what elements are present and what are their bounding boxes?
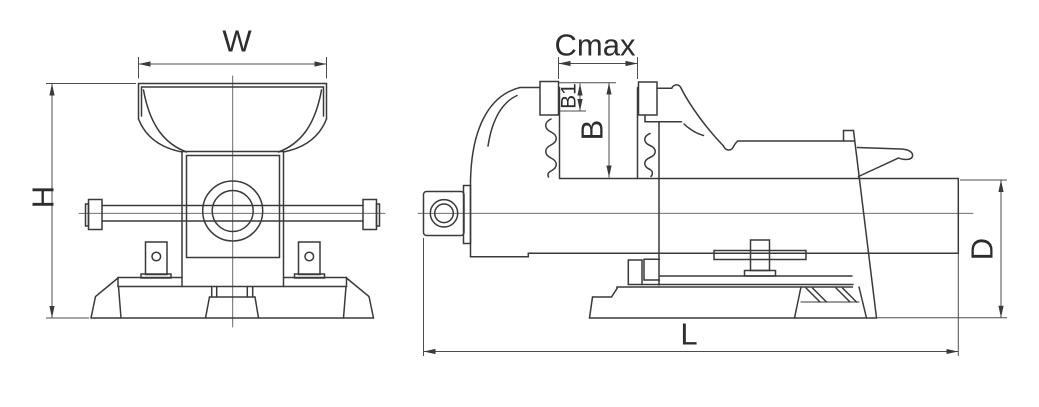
side-base xyxy=(588,286,878,319)
slide-beam xyxy=(527,177,960,255)
handle-knob xyxy=(422,184,472,245)
dim-label-w: W xyxy=(222,23,252,59)
side-view xyxy=(417,80,974,319)
mount-brackets xyxy=(140,241,326,279)
swivel-lock xyxy=(627,239,854,286)
front-jaw-funnel xyxy=(137,82,328,153)
front-view-centerlines xyxy=(78,75,386,328)
handle-bar xyxy=(84,198,381,231)
front-base xyxy=(90,276,375,319)
dim-label-b: B xyxy=(574,119,610,141)
dim-D xyxy=(876,179,1007,319)
screw-hub xyxy=(201,180,264,242)
dim-Cmax xyxy=(558,57,638,79)
front-view xyxy=(78,75,386,328)
dim-label-b1: B1 xyxy=(557,83,581,109)
dim-label-cmax: Cmax xyxy=(554,27,636,63)
dim-label-l: L xyxy=(680,316,698,352)
movable-jaw xyxy=(469,80,561,258)
front-body xyxy=(181,150,285,288)
fixed-jaw-anvil xyxy=(636,81,914,319)
dim-H xyxy=(46,83,136,319)
dim-label-d: D xyxy=(964,237,1000,261)
dim-L xyxy=(423,238,959,356)
dim-label-h: H xyxy=(25,185,61,209)
dim-W xyxy=(138,57,327,79)
